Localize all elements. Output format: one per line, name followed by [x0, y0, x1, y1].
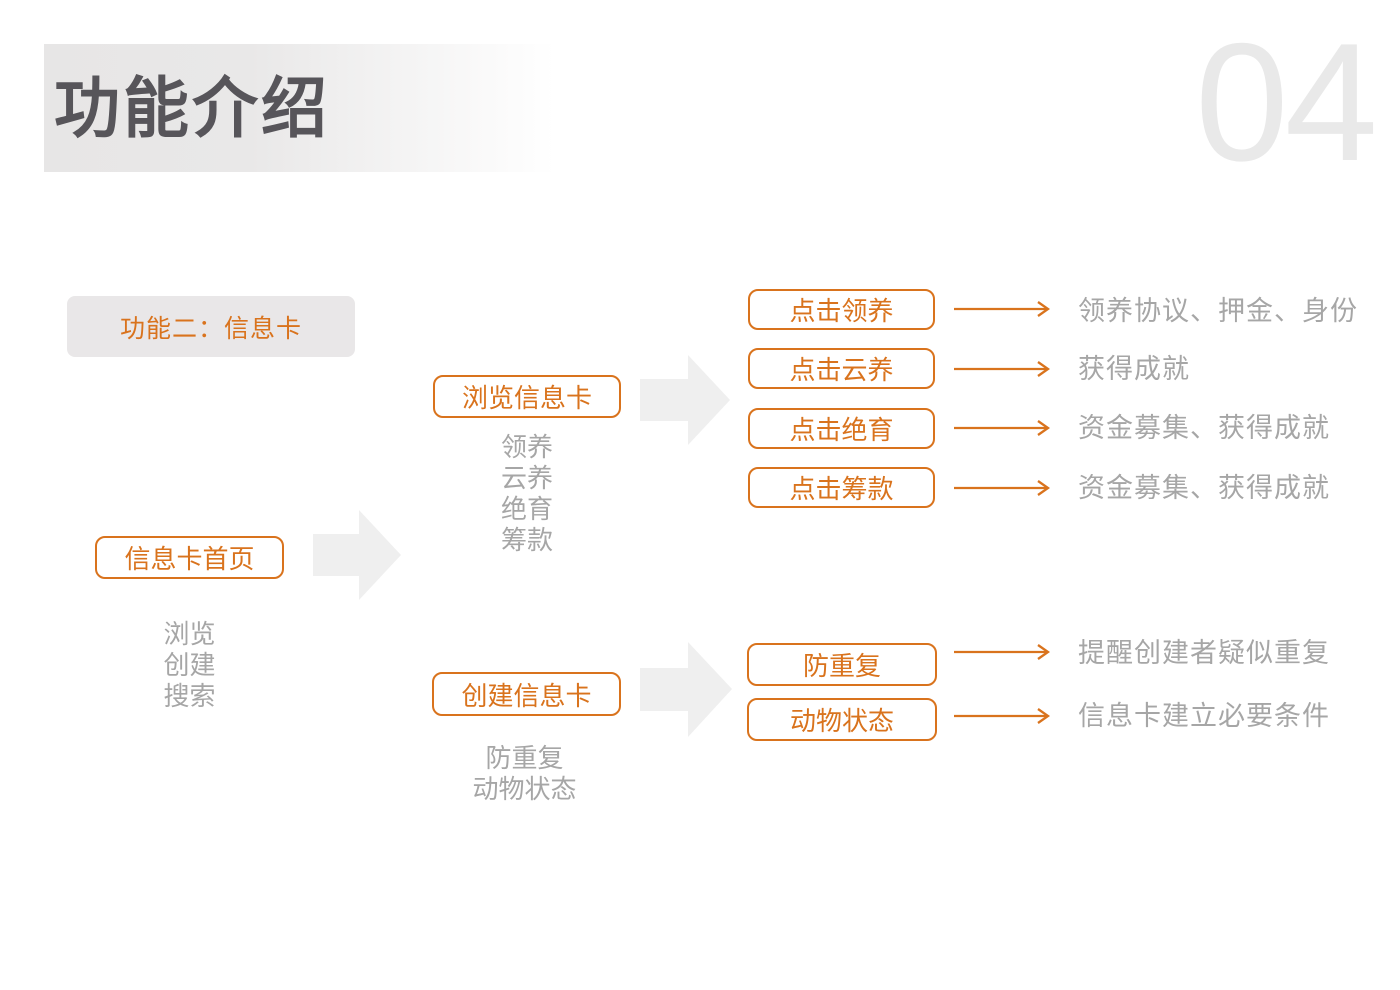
node-browse-card: 浏览信息卡: [433, 375, 621, 418]
page-title: 功能介绍: [54, 71, 330, 145]
action-box-click-neuter: 点击绝育: [748, 408, 935, 449]
arrow-icon: [954, 708, 1051, 724]
arrow-icon: [954, 480, 1051, 496]
list-item: 搜索: [163, 681, 216, 711]
action-label: 点击绝育: [789, 415, 894, 445]
action-box-click-fundraise: 点击筹款: [748, 467, 935, 508]
result-text: 资金募集、获得成就: [1078, 473, 1330, 503]
action-label: 动物状态: [789, 706, 894, 736]
action-label: 点击云养: [789, 355, 894, 385]
list-item: 云养: [500, 463, 553, 493]
list-item: 创建: [163, 650, 216, 680]
result-text: 获得成就: [1078, 354, 1190, 384]
action-label: 点击领养: [789, 296, 894, 326]
title-bar: 功能介绍: [44, 44, 556, 172]
list-item: 绝育: [500, 494, 553, 524]
arrow-icon: [954, 420, 1051, 436]
result-text: 领养协议、押金、身份: [1078, 296, 1358, 326]
feature-list-home: 浏览 创建 搜索: [92, 619, 287, 712]
arrow-icon: [954, 361, 1051, 377]
action-box-click-adopt: 点击领养: [748, 289, 935, 330]
node-label: 浏览信息卡: [461, 383, 592, 413]
feature-list-create: 防重复 动物状态: [422, 743, 627, 805]
action-label: 防重复: [802, 651, 881, 681]
list-item: 筹款: [500, 525, 553, 555]
list-item: 防重复: [485, 743, 564, 773]
list-item: 领养: [500, 432, 553, 462]
section-label: 功能二：信息卡: [119, 314, 302, 343]
section-label-box: 功能二：信息卡: [67, 296, 355, 357]
arrow-icon: [954, 301, 1051, 317]
action-label: 点击筹款: [789, 474, 894, 504]
node-label: 信息卡首页: [124, 544, 255, 574]
node-create-card: 创建信息卡: [432, 672, 621, 716]
action-box-dedupe: 防重复: [747, 643, 937, 686]
arrow-icon: [954, 644, 1051, 660]
flow-arrow-icon: [640, 642, 732, 737]
page-number: 04: [1195, 8, 1378, 196]
flow-arrow-icon: [313, 510, 401, 600]
node-label: 创建信息卡: [461, 680, 592, 711]
list-item: 动物状态: [472, 774, 577, 804]
feature-list-browse: 领养 云养 绝育 筹款: [427, 432, 627, 556]
result-text: 信息卡建立必要条件: [1078, 701, 1330, 731]
node-info-card-home: 信息卡首页: [95, 536, 284, 579]
action-box-animal-status: 动物状态: [747, 698, 937, 741]
result-text: 提醒创建者疑似重复: [1078, 638, 1330, 668]
list-item: 浏览: [163, 619, 216, 649]
flow-arrow-icon: [640, 355, 730, 445]
result-text: 资金募集、获得成就: [1078, 413, 1330, 443]
action-box-click-cloud-care: 点击云养: [748, 348, 935, 389]
